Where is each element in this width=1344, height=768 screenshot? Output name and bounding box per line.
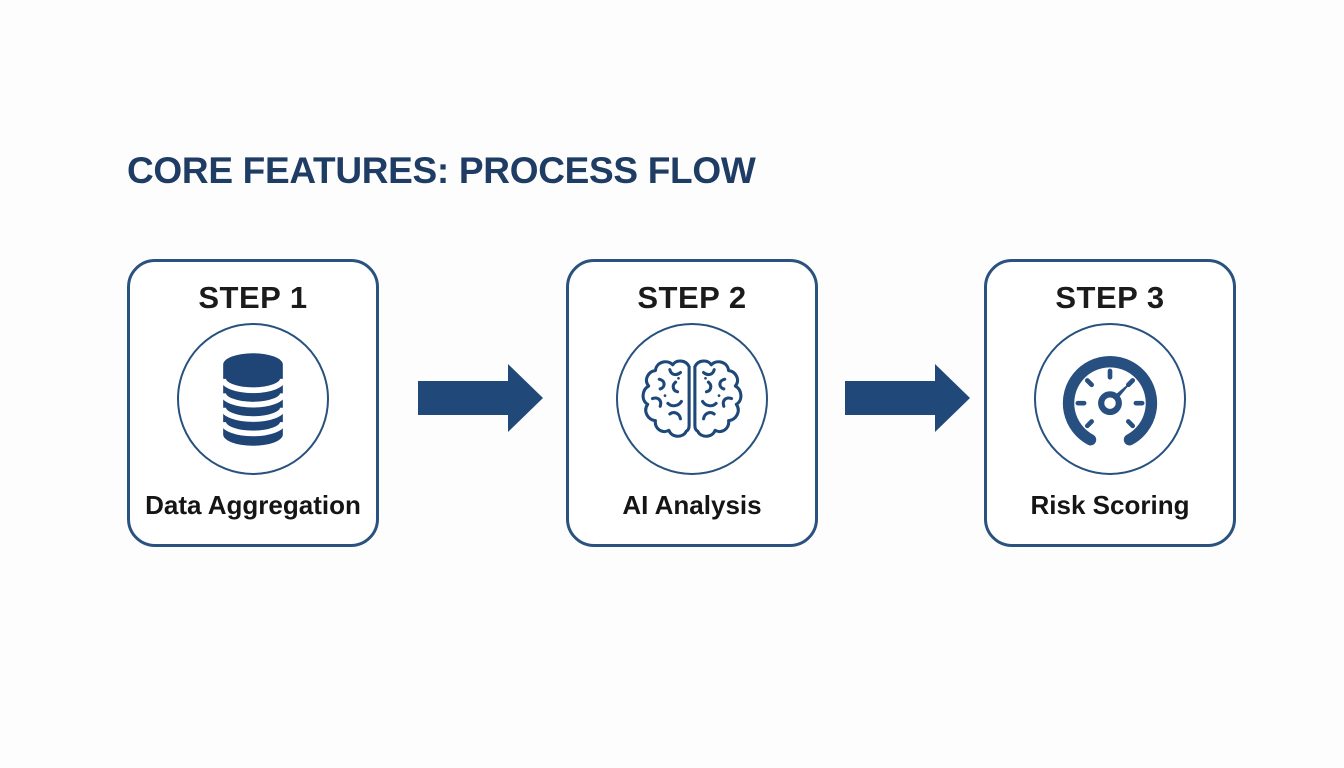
arrow-right-icon <box>845 364 970 432</box>
step-2-label: STEP 2 <box>637 280 747 315</box>
gauge-icon <box>1062 356 1158 446</box>
page-title: CORE FEATURES: PROCESS FLOW <box>127 150 756 191</box>
step-card-1: STEP 1 Data Aggregation <box>127 259 379 547</box>
step-1-caption: Data Aggregation <box>145 490 361 520</box>
step-2-caption: AI Analysis <box>622 490 762 520</box>
step-1-label: STEP 1 <box>198 280 308 315</box>
step-card-2: STEP 2 AI Analysis <box>566 259 818 547</box>
step-3-icon-circle <box>1034 323 1186 475</box>
brain-icon <box>641 358 743 438</box>
step-1-icon-circle <box>177 323 329 475</box>
step-card-3: STEP 3 Risk Scoring <box>984 259 1236 547</box>
step-2-icon-circle <box>616 323 768 475</box>
step-3-label: STEP 3 <box>1055 280 1165 315</box>
database-icon <box>220 352 286 446</box>
step-3-caption: Risk Scoring <box>1030 490 1190 520</box>
arrow-right-icon <box>418 364 543 432</box>
